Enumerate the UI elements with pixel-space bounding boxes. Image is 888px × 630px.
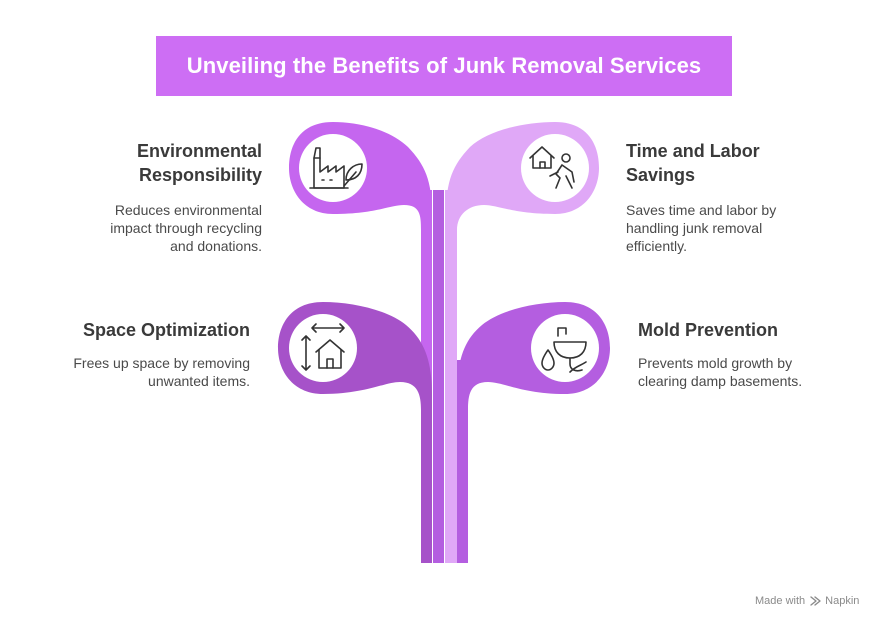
napkin-logo-icon	[810, 596, 821, 606]
house-dimensions-icon	[301, 323, 345, 371]
desc-environmental-line2: impact through recycling	[110, 220, 262, 236]
heading-time-line1: Time and Labor	[626, 141, 760, 161]
desc-environmental-line1: Reduces environmental	[114, 202, 262, 218]
desc-mold-line1: Prevents mold growth by	[638, 355, 793, 371]
circle-mold	[531, 314, 599, 382]
desc-environmental: Reduces environmental impact through rec…	[22, 201, 262, 255]
circle-time	[521, 134, 589, 202]
desc-space-line2: unwanted items.	[148, 373, 250, 389]
desc-time-line3: efficiently.	[626, 238, 687, 254]
desc-time: Saves time and labor by handling junk re…	[626, 201, 826, 255]
desc-space: Frees up space by removing unwanted item…	[10, 354, 250, 390]
desc-time-line2: handling junk removal	[626, 220, 763, 236]
footer-attribution[interactable]: Made with Napkin	[755, 595, 859, 607]
house-worker-icon	[529, 146, 575, 189]
page-title: Unveiling the Benefits of Junk Removal S…	[186, 53, 702, 78]
stem-mold-inner	[433, 190, 444, 563]
heading-mold: Mold Prevention	[638, 320, 779, 340]
desc-environmental-line3: and donations.	[170, 238, 262, 254]
heading-environmental: Environmental Responsibility	[42, 139, 262, 187]
sink-drop-icon	[541, 327, 587, 373]
circle-space	[289, 314, 357, 382]
desc-space-line1: Frees up space by removing	[73, 355, 250, 371]
heading-environmental-line2: Responsibility	[138, 165, 262, 185]
heading-environmental-line1: Environmental	[136, 141, 262, 161]
title-banner: Unveiling the Benefits of Junk Removal S…	[156, 36, 732, 96]
heading-space: Space Optimization	[82, 320, 250, 340]
desc-time-line1: Saves time and labor by	[626, 202, 777, 218]
desc-mold-line2: clearing damp basements.	[638, 373, 803, 389]
desc-mold: Prevents mold growth by clearing damp ba…	[638, 354, 858, 390]
heading-time-line2: Savings	[626, 165, 696, 185]
footer-made-with: Made with	[755, 595, 806, 607]
heading-time: Time and Labor Savings	[626, 139, 846, 187]
factory-leaf-icon	[309, 147, 363, 189]
footer-brand: Napkin	[825, 595, 860, 607]
